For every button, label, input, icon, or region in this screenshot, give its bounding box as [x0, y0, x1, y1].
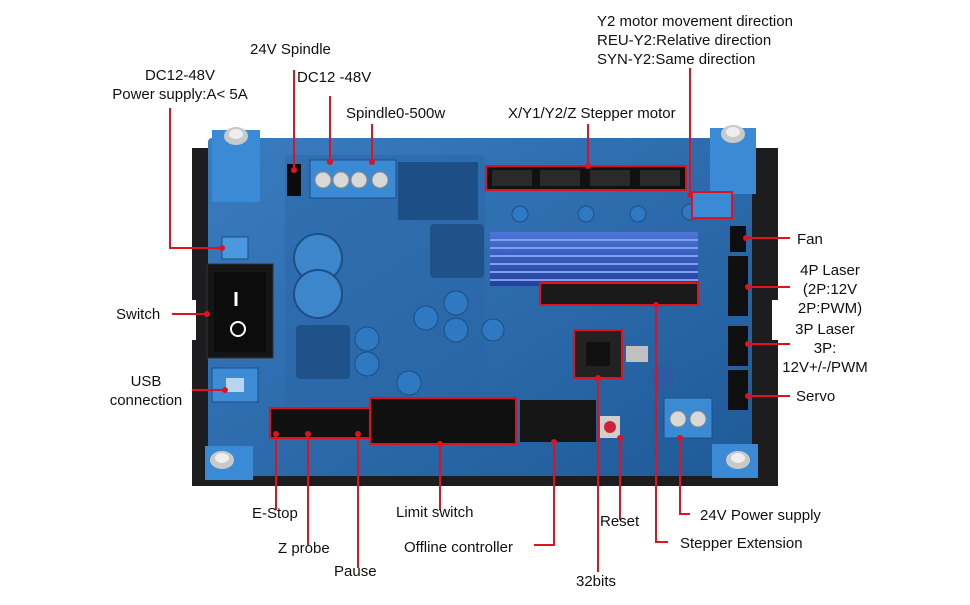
plate-notch-right	[772, 300, 782, 340]
standoff-top-right	[710, 125, 756, 194]
leader-lines	[169, 68, 790, 572]
right-connectors	[691, 191, 748, 410]
label-servo: Servo	[796, 388, 836, 405]
label-24v-power: 24V Power supply	[700, 507, 821, 524]
stepper-extension-header	[539, 282, 699, 306]
label-e-stop: E-Stop	[252, 505, 298, 522]
power-jack	[221, 236, 249, 260]
label-switch: Switch	[116, 306, 161, 323]
leader-offline	[534, 442, 555, 546]
label-power-supply: DC12-48V Power supply:A< 5A	[112, 67, 248, 103]
standoff-bottom-left	[205, 446, 253, 480]
reset-button	[600, 416, 620, 438]
inductor-1	[430, 224, 484, 278]
leader-dots	[204, 159, 751, 447]
heatsink	[490, 232, 698, 286]
mcu-cap	[650, 366, 674, 390]
label-laser-4p: 4P Laser (2P:12V 2P:PWM)	[797, 262, 863, 317]
plate-notch-left	[186, 300, 196, 340]
label-offline-controller: Offline controller	[404, 539, 513, 556]
rocker-switch	[206, 263, 274, 359]
leader-stepper-extension	[655, 305, 668, 543]
leader-24v-power	[679, 438, 690, 515]
regulator-chip	[398, 162, 478, 220]
power-terminal-24v	[663, 397, 713, 439]
label-z-probe: Z probe	[278, 540, 330, 557]
label-spindle-power: Spindle0-500w	[346, 105, 446, 122]
bottom-headers	[269, 397, 596, 445]
stepper-motor-headers	[485, 165, 687, 191]
spindle-terminal	[287, 159, 397, 199]
standoff-bottom-right	[712, 444, 758, 478]
label-stepper-extension: Stepper Extension	[680, 535, 803, 552]
inductor-2	[296, 325, 350, 379]
label-32bits: 32bits	[576, 573, 617, 590]
label-24v-spindle: 24V Spindle	[250, 41, 331, 58]
label-dc12-48v: DC12 -48V	[297, 69, 372, 86]
label-pause: Pause	[334, 563, 377, 580]
leader-power-supply	[169, 108, 222, 249]
label-y2-direction: Y2 motor movement direction REU-Y2:Relat…	[597, 13, 793, 68]
standoff-top-left	[212, 127, 260, 202]
label-stepper-motor: X/Y1/Y2/Z Stepper motor	[508, 105, 676, 122]
label-laser-3p: 3P Laser 3P: 12V+/-/PWM	[782, 321, 868, 376]
label-limit-switch: Limit switch	[396, 504, 474, 521]
small-capacitors	[354, 203, 699, 396]
label-usb: USB connection	[109, 373, 183, 409]
label-fan: Fan	[797, 231, 823, 248]
mcu-32bit	[573, 329, 623, 379]
crystal	[626, 346, 648, 362]
capacitor-2	[293, 269, 343, 319]
label-reset: Reset	[600, 513, 640, 530]
